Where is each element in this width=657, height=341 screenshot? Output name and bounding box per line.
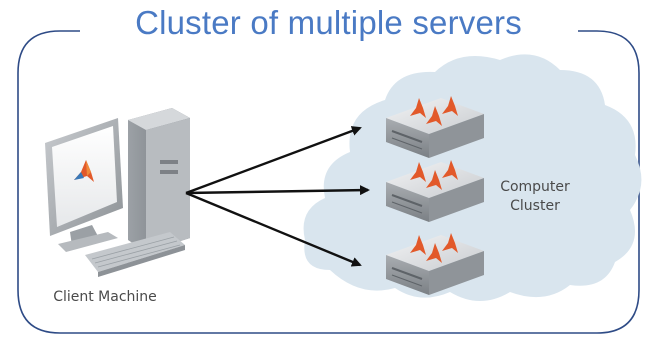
connection-arrows (185, 126, 370, 267)
diagram-title: Cluster of multiple servers (135, 4, 522, 41)
arrow-to-server-2 (185, 185, 370, 196)
cluster-label-line-1: Computer (500, 179, 570, 195)
matlab-logo-icon (74, 160, 94, 182)
desktop-computer-icon (45, 108, 190, 277)
server-icon (386, 233, 484, 295)
arrow-to-server-3 (185, 191, 362, 267)
server-icon (386, 96, 484, 158)
matlab-logo-icon (410, 96, 458, 126)
matlab-logo-icon (410, 160, 458, 190)
computer-cluster-label: Computer Cluster (490, 178, 580, 216)
arrow-to-server-1 (185, 126, 362, 195)
client-machine-label: Client Machine (53, 289, 157, 305)
cluster-label-line-2: Cluster (510, 198, 560, 214)
server-icon (386, 160, 484, 222)
matlab-logo-icon (410, 233, 458, 263)
